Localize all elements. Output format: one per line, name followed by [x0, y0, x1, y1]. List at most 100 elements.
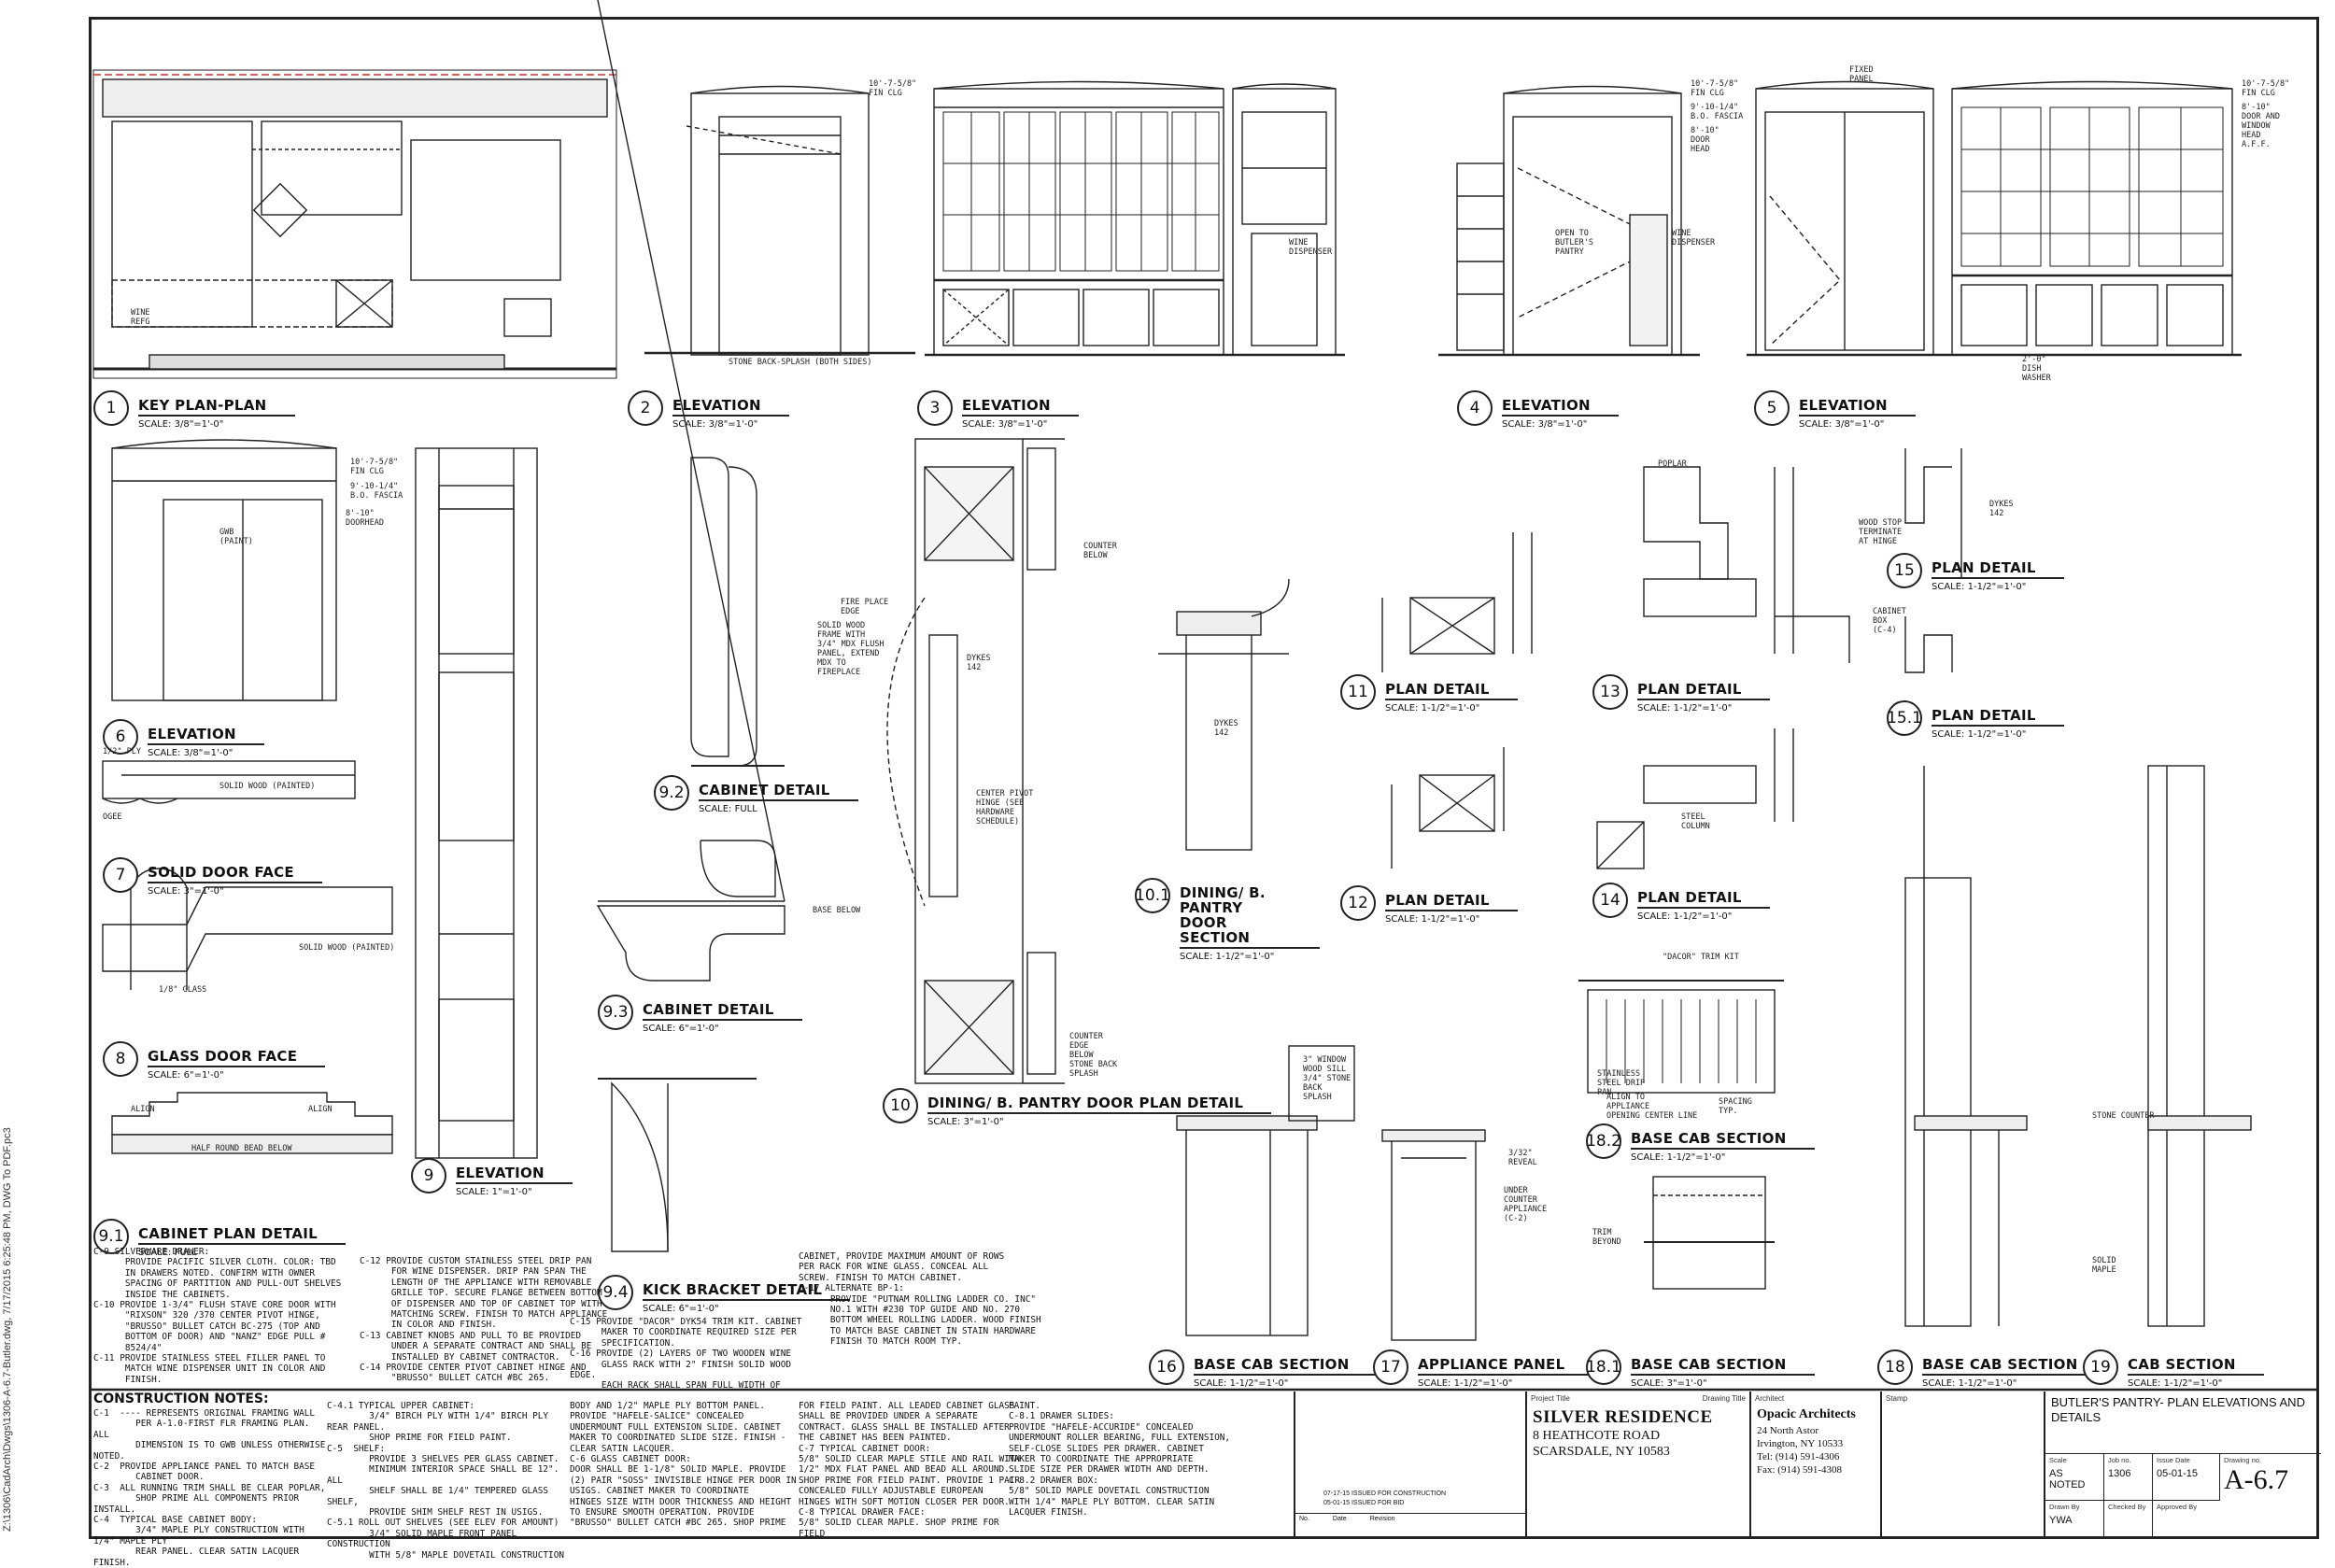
base-cab-section-18-2-drawing: [1578, 980, 1784, 1094]
detail-title: BASE CAB SECTION: [1631, 1123, 1815, 1150]
detail-scale: SCALE: 1-1/2"=1'-0": [1180, 952, 1275, 962]
annot-doorhead: 8'-10" DOORHEAD: [346, 509, 384, 528]
construction-notes-col5: PAINT. C-8.1 DRAWER SLIDES: PROVIDE "HAF…: [1009, 1401, 1231, 1519]
detail-title: ELEVATION: [456, 1158, 573, 1184]
detail-number: 3: [917, 390, 953, 426]
detail-scale: SCALE: 3"=1'-0": [927, 1117, 1004, 1127]
detail-scale: SCALE: 3/8"=1'-0": [148, 748, 234, 758]
detail-title: PLAN DETAIL: [1932, 553, 2064, 579]
annot-open-to: OPEN TO BUTLER'S PANTRY: [1555, 229, 1593, 257]
detail-title: CAB SECTION: [2128, 1349, 2264, 1376]
detail-scale: SCALE: 1-1/2"=1'-0": [2128, 1378, 2223, 1389]
drawn-by-cell: Drawn By YWA: [2045, 1501, 2103, 1538]
detail-scale: SCALE: 6"=1'-0": [148, 1070, 224, 1081]
detail-number: 15.1: [1887, 700, 1922, 736]
solid-door-face-drawing: [102, 760, 356, 804]
detail-number: 8: [103, 1041, 138, 1077]
drawn-by-caption: Drawn By: [2049, 1503, 2080, 1511]
annot-wine-disp: WINE DISPENSER: [1289, 238, 1333, 257]
detail-number: 11: [1340, 674, 1376, 710]
detail-title: PLAN DETAIL: [1637, 674, 1770, 700]
annot-gwb-paint: GWB (PAINT): [219, 528, 253, 546]
detail-number: 9: [411, 1158, 446, 1194]
key-plan-drawing: [92, 69, 617, 379]
plan-detail-15-drawing: [1904, 448, 1962, 673]
door-plan-detail-drawing: [886, 438, 1065, 1084]
detail-scale: SCALE: FULL: [138, 1248, 197, 1258]
revision-headers: No. Date Revision: [1295, 1513, 1525, 1524]
detail-label-9-3: 9.3 CABINET DETAIL SCALE: 6"=1'-0": [598, 995, 802, 1034]
annot-align: ALIGN: [131, 1105, 155, 1114]
architect-address-line1: 24 North Astor: [1757, 1425, 1818, 1436]
architect-caption: Architect: [1755, 1394, 1785, 1403]
architect-block: Architect Opacic Architects 24 North Ast…: [1749, 1391, 1880, 1539]
detail-label-9-1: 9.1 CABINET PLAN DETAIL SCALE: FULL: [93, 1219, 347, 1258]
drawing-number: A-6.7: [2224, 1464, 2289, 1495]
plan-detail-12-drawing: [1391, 747, 1505, 869]
detail-label-10: 10 DINING/ B. PANTRY DOOR PLAN DETAIL SC…: [883, 1088, 1272, 1127]
detail-number: 14: [1592, 883, 1628, 918]
detail-label-2: 2 ELEVATION SCALE: 3/8"=1'-0": [628, 390, 789, 430]
detail-number: 10: [883, 1088, 918, 1123]
drawn-by-value: YWA: [2049, 1515, 2073, 1526]
detail-number: 5: [1754, 390, 1790, 426]
detail-title: KICK BRACKET DETAIL: [643, 1275, 851, 1301]
plan-detail-11-drawing: [1381, 532, 1533, 672]
job-value: 1306: [2108, 1468, 2131, 1479]
detail-number: 16: [1149, 1349, 1184, 1385]
detail-title: KEY PLAN-PLAN: [138, 390, 295, 417]
sign-off-row: Drawn By YWA Checked By Approved By: [2045, 1500, 2219, 1538]
detail-number: 9.1: [93, 1219, 129, 1254]
detail-scale: SCALE: 1-1/2"=1'-0": [1385, 914, 1480, 925]
project-address-line2: SCARSDALE, NY 10583: [1533, 1445, 1670, 1459]
detail-title: PLAN DETAIL: [1385, 674, 1518, 700]
detail-title: GLASS DOOR FACE: [148, 1041, 326, 1067]
notes-c17: CABINET, PROVIDE MAXIMUM AMOUNT OF ROWS …: [799, 1251, 1041, 1348]
detail-label-3: 3 ELEVATION SCALE: 3/8"=1'-0": [917, 390, 1079, 430]
cabinet-detail-9-2-drawing: [690, 457, 785, 767]
detail-scale: SCALE: 3/8"=1'-0": [1502, 419, 1588, 430]
detail-title: PLAN DETAIL: [1637, 883, 1770, 909]
detail-title: ELEVATION: [962, 390, 1079, 417]
revision-block: 07-17-15 ISSUED FOR CONSTRUCTION 05-01-1…: [1294, 1391, 1525, 1539]
detail-title: APPLIANCE PANEL: [1418, 1349, 1593, 1376]
annot-fixed-panel: FIXED PANEL: [1849, 65, 1874, 84]
detail-title: BASE CAB SECTION: [1631, 1349, 1815, 1376]
detail-number: 4: [1457, 390, 1493, 426]
detail-label-4: 4 ELEVATION SCALE: 3/8"=1'-0": [1457, 390, 1619, 430]
detail-scale: SCALE: 6"=1'-0": [643, 1304, 719, 1314]
detail-label-7: 7 SOLID DOOR FACE SCALE: 3"=1'-0": [103, 857, 322, 897]
detail-scale: SCALE: 1-1/2"=1'-0": [1385, 703, 1480, 713]
annot-glass: 1/8" GLASS: [159, 985, 207, 995]
detail-title: CABINET DETAIL: [643, 995, 802, 1021]
issue-cell: Issue Date 05-01-15: [2152, 1454, 2219, 1501]
revision-list: 07-17-15 ISSUED FOR CONSTRUCTION 05-01-1…: [1323, 1490, 1446, 1508]
detail-number: 6: [103, 719, 138, 755]
detail-label-14: 14 PLAN DETAIL SCALE: 1-1/2"=1'-0": [1592, 883, 1770, 922]
detail-number: 9.3: [598, 995, 633, 1030]
detail-number: 9.2: [654, 775, 689, 811]
detail-title: ELEVATION: [1799, 390, 1916, 417]
annot-align-2: ALIGN: [308, 1105, 333, 1114]
detail-number: 18.2: [1586, 1123, 1621, 1159]
detail-title: DINING/ B. PANTRY DOOR SECTION: [1180, 878, 1320, 949]
detail-scale: SCALE: 1-1/2"=1'-0": [1637, 911, 1733, 922]
detail-label-18-2: 18.2 BASE CAB SECTION SCALE: 1-1/2"=1'-0…: [1586, 1123, 1815, 1163]
detail-title: ELEVATION: [672, 390, 789, 417]
notes-c9-c11: C-9 SILVERWARE DRAWER: PROVIDE PACIFIC S…: [93, 1247, 342, 1385]
detail-label-5: 5 ELEVATION SCALE: 3/8"=1'-0": [1754, 390, 1916, 430]
architect-address-line2: Irvington, NY 10533: [1757, 1438, 1844, 1449]
annot-spacing: SPACING TYP.: [1719, 1097, 1752, 1116]
elevation-2-drawing: [644, 85, 915, 356]
construction-notes-col3: BODY AND 1/2" MAPLE PLY BOTTOM PANEL. PR…: [570, 1401, 797, 1529]
detail-label-18: 18 BASE CAB SECTION SCALE: 1-1/2"=1'-0": [1877, 1349, 2106, 1389]
elevation-9-drawing: [415, 447, 538, 1159]
base-cab-section-18-drawing: [1904, 766, 2028, 1327]
stamp-caption: Stamp: [1886, 1394, 1908, 1403]
detail-title: ELEVATION: [148, 719, 264, 745]
detail-scale: SCALE: 1-1/2"=1'-0": [1631, 1152, 1726, 1163]
detail-scale: SCALE: 1-1/2"=1'-0": [1932, 582, 2027, 592]
detail-number: 10.1: [1135, 878, 1170, 913]
detail-label-9: 9 ELEVATION SCALE: 1"=1'-0": [411, 1158, 573, 1197]
